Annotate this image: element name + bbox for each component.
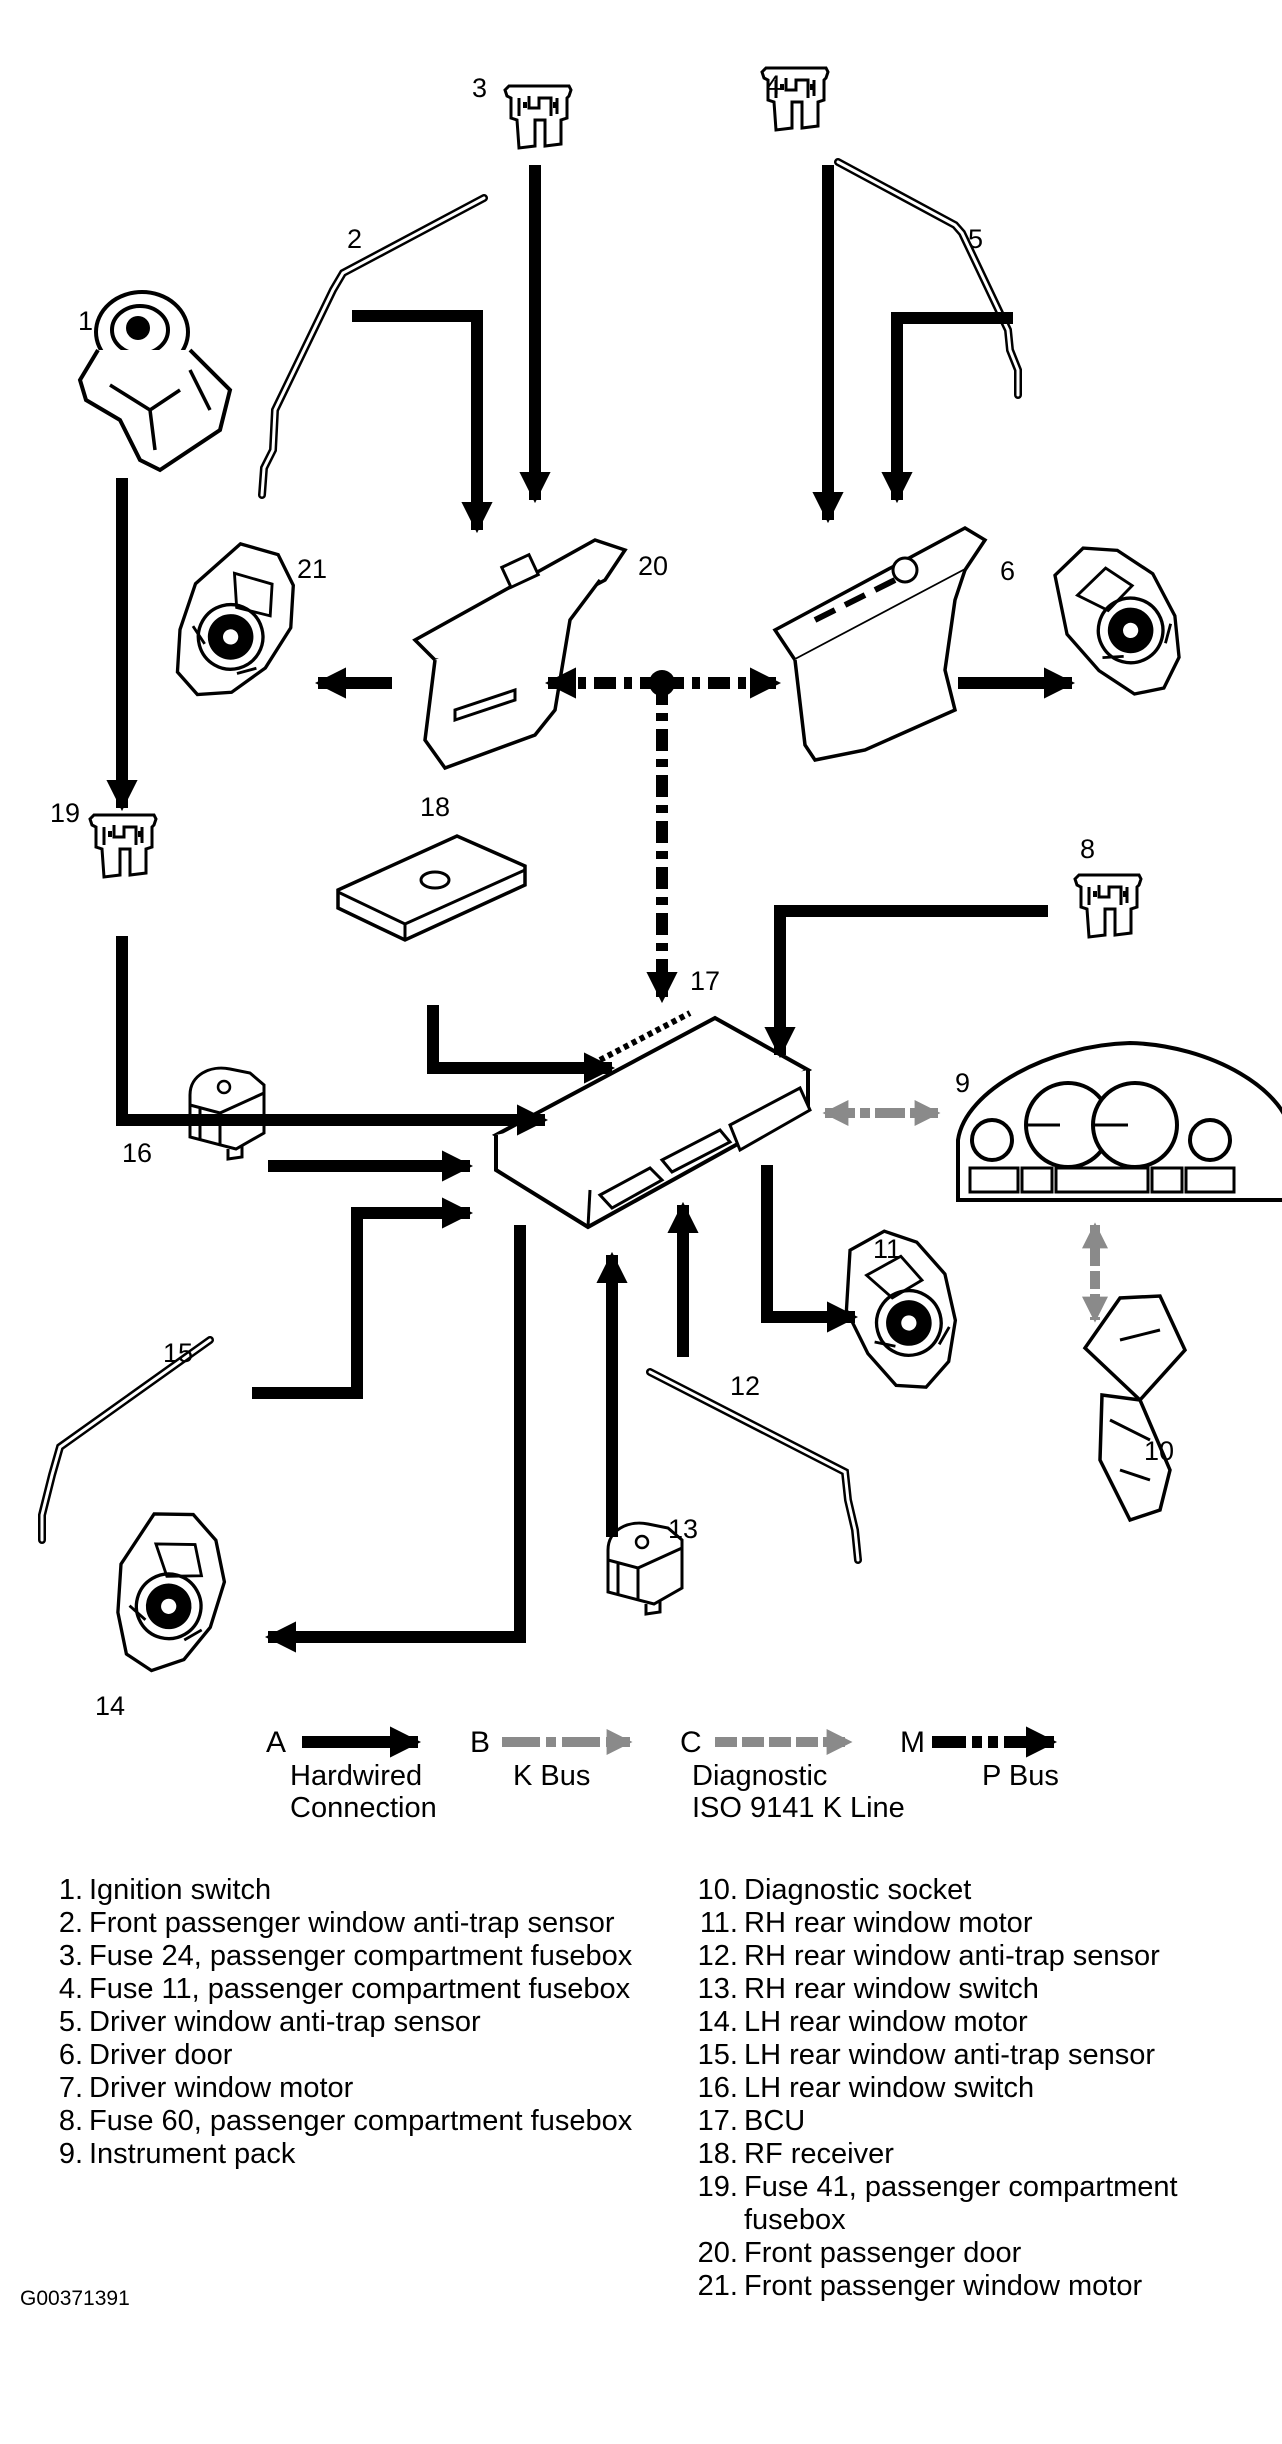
lh-rear-anti-trap-sensor-icon: [38, 1336, 214, 1544]
bcu-icon: [491, 1010, 813, 1230]
key-item: 4.Fuse 11, passenger compartment fusebox: [58, 1973, 631, 2005]
component-key-left: 1.Ignition switch 2.Front passenger wind…: [45, 1874, 635, 2171]
key-item: 8.Fuse 60, passenger compartment fusebox: [58, 2105, 633, 2137]
legend-item-k-bus: B K Bus: [470, 1726, 633, 1792]
key-item: 1.Ignition switch: [58, 1874, 272, 1906]
callout-6: 6: [1000, 556, 1015, 586]
legend-label-p-bus: P Bus: [982, 1760, 1059, 1792]
wire-sensor2-to-front-passenger-door: [352, 310, 493, 534]
hardwired-connections: [106, 165, 1076, 1653]
key-item: 10.Diagnostic socket: [697, 1874, 972, 1906]
legend-label-k-bus: K Bus: [513, 1760, 590, 1792]
front-passenger-anti-trap-sensor-icon: [258, 194, 488, 499]
key-item: 2.Front passenger window anti-trap senso…: [58, 1907, 615, 1939]
legend-label-hardwired-2: Connection: [290, 1792, 437, 1824]
ignition-switch-icon: [77, 290, 233, 473]
wire-bcu-to-motor14: [264, 1225, 526, 1653]
driver-door-icon: [772, 525, 988, 762]
callout-12: 12: [730, 1371, 760, 1401]
rh-rear-anti-trap-sensor-icon: [646, 1368, 862, 1564]
instrument-pack-icon: [956, 1040, 1282, 1202]
callout-10: 10: [1144, 1436, 1174, 1466]
callout-1: 1: [78, 306, 93, 336]
callout-4: 4: [766, 70, 781, 100]
callout-13: 13: [668, 1514, 698, 1544]
key-item: 11.RH rear window motor: [699, 1907, 1033, 1939]
key-item: 9.Instrument pack: [58, 2138, 296, 2170]
legend-key-c: C: [680, 1726, 702, 1759]
fuse-60-icon: [1073, 873, 1143, 939]
front-passenger-door-icon: [412, 538, 628, 771]
lh-rear-window-motor-icon: [94, 1498, 241, 1685]
key-item: 17.BCU: [697, 2105, 806, 2137]
key-item: 19.Fuse 41, passenger compartment fusebo…: [697, 2171, 1178, 2236]
callout-9: 9: [955, 1068, 970, 1098]
key-item: 16.LH rear window switch: [697, 2072, 1035, 2104]
callout-18: 18: [420, 792, 450, 822]
key-item: 18.RF receiver: [697, 2138, 894, 2170]
component-key-right: 10.Diagnostic socket 11.RH rear window m…: [686, 1874, 1276, 2303]
wire-sensor15-to-bcu: [252, 1197, 474, 1399]
wire-fuse60-to-bcu: [764, 905, 1048, 1059]
legend-key-a: A: [266, 1726, 286, 1759]
key-item: 15.LH rear window anti-trap sensor: [697, 2039, 1156, 2071]
key-item: 5.Driver window anti-trap sensor: [58, 2006, 481, 2038]
key-item: 20.Front passenger door: [697, 2237, 1022, 2269]
key-item: 12.RH rear window anti-trap sensor: [697, 1940, 1160, 1972]
lh-rear-window-switch-icon: [188, 1066, 266, 1161]
wire-sensor5-to-driver-door: [881, 312, 1013, 504]
legend-key-m: M: [900, 1726, 925, 1759]
fuse-24-icon: [503, 84, 573, 150]
callout-21: 21: [297, 554, 327, 584]
key-item: 13.RH rear window switch: [697, 1973, 1039, 2005]
key-item: 3.Fuse 24, passenger compartment fusebox: [58, 1940, 633, 1972]
key-item: 14.LH rear window motor: [697, 2006, 1028, 2038]
figure-id: G00371391: [20, 2287, 130, 2310]
callout-2: 2: [347, 224, 362, 254]
callout-20: 20: [638, 551, 668, 581]
driver-anti-trap-sensor-icon: [834, 158, 1022, 399]
callout-8: 8: [1080, 834, 1095, 864]
fuse-41-icon: [88, 813, 158, 879]
legend-label-hardwired-1: Hardwired: [290, 1760, 422, 1792]
key-item: 7.Driver window motor: [58, 2072, 354, 2104]
p-bus-connections: [544, 667, 782, 1004]
callout-16: 16: [122, 1138, 152, 1168]
front-passenger-window-motor-icon: [146, 524, 321, 720]
p-bus-junction: [649, 670, 675, 696]
legend: A Hardwired Connection B K Bus C Diagnos…: [266, 1726, 1059, 1824]
callout-17: 17: [690, 966, 720, 996]
legend-label-diagnostic-2: ISO 9141 K Line: [692, 1792, 905, 1824]
legend-item-hardwired: A Hardwired Connection: [266, 1726, 437, 1824]
legend-key-b: B: [470, 1726, 490, 1759]
callout-19: 19: [50, 798, 80, 828]
callout-5: 5: [968, 224, 983, 254]
wire-fuse41-to-bcu: [116, 936, 549, 1136]
callout-15: 15: [163, 1338, 193, 1368]
diagnostic-socket-icon: [1082, 1294, 1188, 1523]
legend-item-p-bus: M P Bus: [900, 1726, 1059, 1792]
legend-item-diagnostic: C Diagnostic ISO 9141 K Line: [680, 1726, 905, 1824]
wire-rf-receiver-to-bcu: [427, 1005, 616, 1084]
wiring-diagram: 1 2 3 4 5 6 8 9 10 11 12 13 14 15 16 17 …: [38, 66, 1282, 1824]
rf-receiver-icon: [336, 834, 527, 942]
callout-14: 14: [95, 1691, 125, 1721]
key-item: 21.Front passenger window motor: [697, 2270, 1143, 2302]
callout-3: 3: [472, 73, 487, 103]
k-bus-connections: [822, 1100, 1108, 1323]
legend-label-diagnostic-1: Diagnostic: [692, 1760, 827, 1792]
callout-11: 11: [873, 1234, 901, 1264]
key-item: 6.Driver door: [58, 2039, 233, 2071]
wire-bcu-to-motor11: [761, 1165, 859, 1333]
